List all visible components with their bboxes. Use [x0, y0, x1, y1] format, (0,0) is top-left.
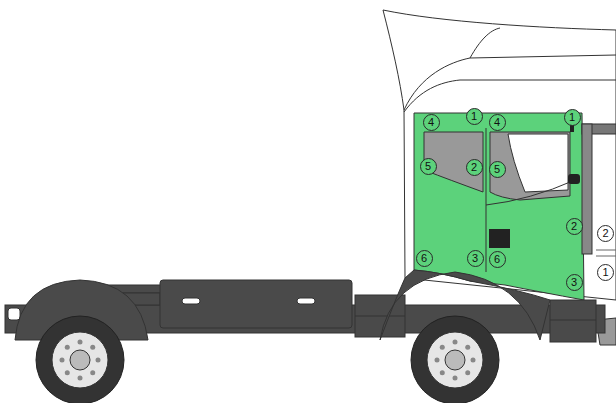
lug-nut [440, 370, 445, 375]
lug-nut [440, 345, 445, 350]
lug-nut [435, 358, 440, 363]
step-line [355, 316, 405, 317]
lug-nut [78, 340, 83, 345]
callout-number: 2 [466, 159, 483, 176]
lug-nut [78, 376, 83, 381]
cab-body [383, 10, 616, 300]
tank-strap [182, 298, 200, 304]
lug-nut [453, 376, 458, 381]
green-panel [414, 113, 584, 300]
front-wheel [411, 316, 499, 403]
lug-nut [60, 358, 65, 363]
window-opening [508, 134, 568, 192]
callout-number: 6 [416, 250, 433, 267]
lug-nut [471, 358, 476, 363]
callout-number: 4 [423, 114, 440, 131]
callout-number: 4 [489, 114, 506, 131]
door-crease [486, 180, 575, 205]
step-box [355, 295, 405, 337]
callout-number: 6 [489, 251, 506, 268]
callout-number: 1 [564, 109, 581, 126]
lug-nut [465, 370, 470, 375]
callout-number: 1 [597, 264, 614, 281]
callout-number: 2 [566, 218, 583, 235]
callout-number: 2 [597, 225, 614, 242]
callout-number: 5 [489, 161, 506, 178]
callout-number: 3 [467, 250, 484, 267]
callout-number: 3 [566, 274, 583, 291]
lug-nut [65, 345, 70, 350]
roof-line [404, 55, 616, 110]
lug-nut [465, 345, 470, 350]
callout-number: 5 [420, 158, 437, 175]
door-handle [489, 229, 510, 248]
lug-nut [96, 358, 101, 363]
door-seam [486, 128, 487, 272]
front-line [596, 250, 616, 251]
mirror-mount [568, 174, 580, 184]
lug-nut [90, 370, 95, 375]
rear-wheel [36, 316, 124, 403]
tail-light [8, 308, 20, 320]
fuel-tank [160, 280, 352, 328]
lug-nut [453, 340, 458, 345]
front-step [550, 300, 596, 342]
roof-line [470, 28, 500, 58]
lug-nut [65, 370, 70, 375]
tank-strap [297, 298, 315, 304]
front-line [596, 256, 616, 257]
wheel-lugs [60, 340, 476, 381]
lug-nut [90, 345, 95, 350]
mirror-post [582, 124, 592, 254]
step-line [550, 320, 596, 321]
callout-number: 1 [466, 108, 483, 125]
roof-line [404, 80, 616, 112]
